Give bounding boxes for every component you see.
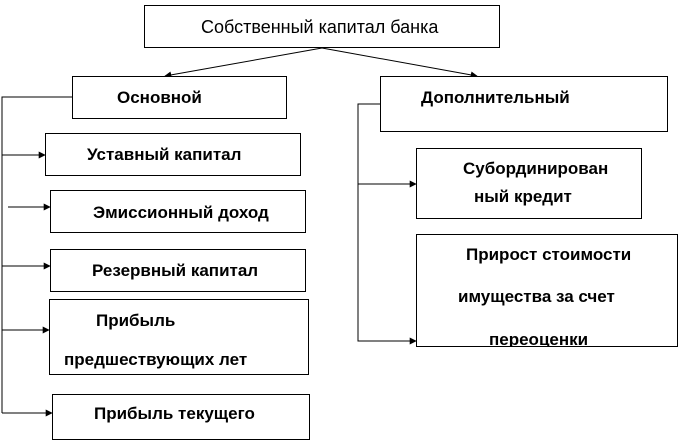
main-item-emissionny-box <box>50 190 306 233</box>
main-item-ustavny-label: Уставный капитал <box>87 145 242 164</box>
additional-box <box>380 76 668 132</box>
arrow-root-to-additional <box>321 47 478 79</box>
additional-spine <box>357 103 414 342</box>
main-item-emissionny-label: Эмиссионный доход <box>93 203 269 222</box>
additional-item-revaluation-line3: переоценки <box>489 330 589 347</box>
main-item-rezervny-label: Резервный капитал <box>92 261 259 280</box>
main-item-pribyl-tek-box <box>52 394 310 440</box>
main-item-pribyl-pred-line2: предшествующих лет <box>64 350 248 369</box>
additional-item-revaluation-line2: имущества за счет <box>458 287 615 306</box>
root-label: Собственный капитал банка <box>201 17 439 37</box>
additional-item-subordinated-box <box>416 148 642 219</box>
main-label: Основной <box>117 88 202 107</box>
main-item-pribyl-pred-line1: Прибыль <box>96 311 176 330</box>
additional-item-subordinated-line2: ный кредит <box>474 187 572 206</box>
main-item-rezervny-box <box>50 249 306 292</box>
additional-item-revaluation-line1: Прирост стоимости <box>466 245 632 264</box>
main-item-pribyl-pred-box <box>49 299 309 375</box>
main-box <box>72 76 287 119</box>
arrow-root-to-main <box>164 47 323 79</box>
additional-item-revaluation-box: Прирост стоимости имущества за счет пере… <box>416 234 678 347</box>
main-item-ustavny-box <box>45 133 301 176</box>
root-box <box>144 5 500 48</box>
additional-label: Дополнительный <box>421 88 570 107</box>
main-item-pribyl-tek-label: Прибыль текущего <box>94 404 255 423</box>
additional-item-subordinated-line1: Субординирован <box>463 159 609 178</box>
main-spine <box>1 96 72 413</box>
